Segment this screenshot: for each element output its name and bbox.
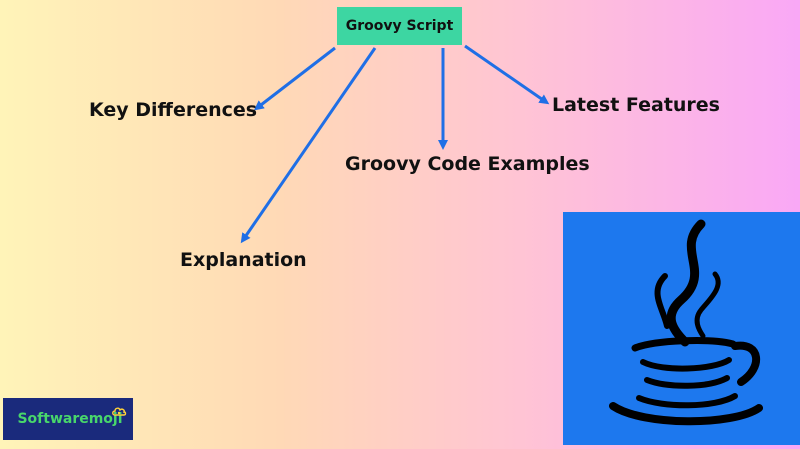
topic-explanation: Explanation xyxy=(180,249,307,271)
topic-groovy-code-examples: Groovy Code Examples xyxy=(345,153,590,175)
brand-logo-text: Softwaremoji xyxy=(17,411,123,427)
root-node-label: Groovy Script xyxy=(345,18,454,34)
root-node: Groovy Script xyxy=(337,7,462,45)
cloud-icon xyxy=(112,407,127,416)
java-coffee-cup-icon xyxy=(609,219,763,426)
topic-latest-features: Latest Features xyxy=(552,94,720,116)
arrow-to-explanation xyxy=(240,47,377,244)
java-logo-panel xyxy=(563,212,800,445)
topic-key-differences: Key Differences xyxy=(89,99,258,121)
arrow-to-key-differences xyxy=(253,46,336,111)
arrow-to-latest-features xyxy=(464,44,550,105)
brand-logo[interactable]: Softwaremoji xyxy=(3,398,133,440)
